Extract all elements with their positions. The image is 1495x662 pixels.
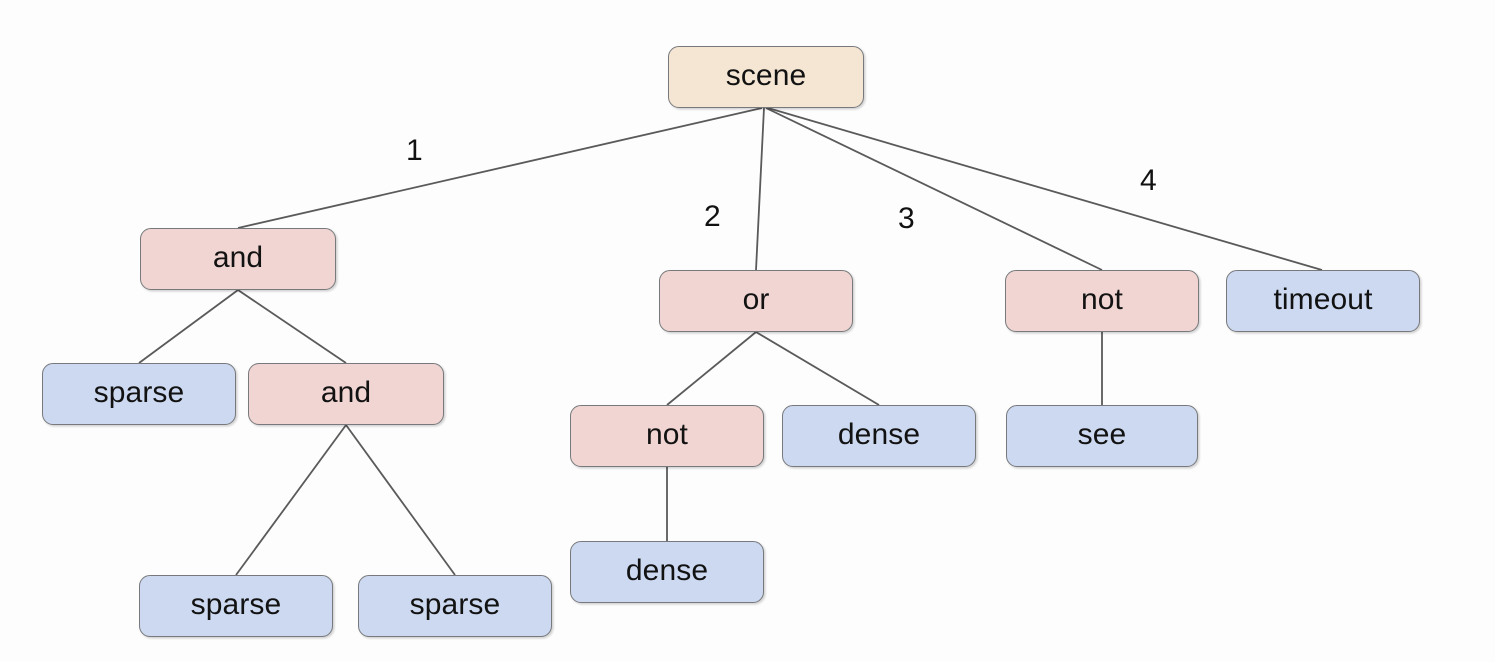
node-label: not	[1080, 283, 1123, 316]
node-label: timeout	[1273, 283, 1373, 316]
edge-or1-to-dense1	[755, 331, 880, 406]
node-label: scene	[725, 59, 807, 92]
edge-label-1: 1	[406, 134, 423, 167]
node-label: or	[742, 283, 770, 316]
node-label: not	[645, 418, 688, 451]
node-label: dense	[625, 554, 709, 587]
edge-or1-to-not1	[666, 331, 757, 406]
edge-and2-to-sparse2	[235, 424, 347, 576]
node-and1[interactable]: and	[140, 228, 336, 290]
node-sparse2[interactable]: sparse	[139, 575, 333, 637]
node-label: sparse	[190, 588, 282, 621]
node-sparse1[interactable]: sparse	[42, 363, 236, 425]
edge-scene-to-or1	[755, 107, 765, 271]
edge-scene-to-timeout1	[767, 107, 1323, 271]
node-label: and	[320, 376, 372, 409]
node-dense2[interactable]: dense	[570, 541, 764, 603]
node-label: sparse	[93, 376, 185, 409]
node-scene[interactable]: scene	[668, 46, 864, 108]
node-not2[interactable]: not	[1005, 270, 1199, 332]
edge-scene-to-not2	[765, 107, 1103, 271]
edge-and2-to-sparse3	[345, 424, 456, 576]
node-or1[interactable]: or	[659, 270, 853, 332]
node-label: and	[212, 241, 264, 274]
node-label: sparse	[409, 588, 501, 621]
edge-and1-to-and2	[237, 289, 347, 364]
node-label: dense	[837, 418, 921, 451]
node-not1[interactable]: not	[570, 405, 764, 467]
edge-scene-to-and1	[237, 107, 763, 229]
edge-label-4: 4	[1140, 164, 1157, 197]
edge-label-3: 3	[898, 202, 915, 235]
node-and2[interactable]: and	[248, 363, 444, 425]
edge-and1-to-sparse1	[138, 289, 239, 364]
node-dense1[interactable]: dense	[782, 405, 976, 467]
node-sparse3[interactable]: sparse	[358, 575, 552, 637]
node-label: see	[1077, 418, 1127, 451]
node-see1[interactable]: see	[1006, 405, 1198, 467]
edge-label-2: 2	[704, 200, 721, 233]
node-timeout1[interactable]: timeout	[1226, 270, 1420, 332]
